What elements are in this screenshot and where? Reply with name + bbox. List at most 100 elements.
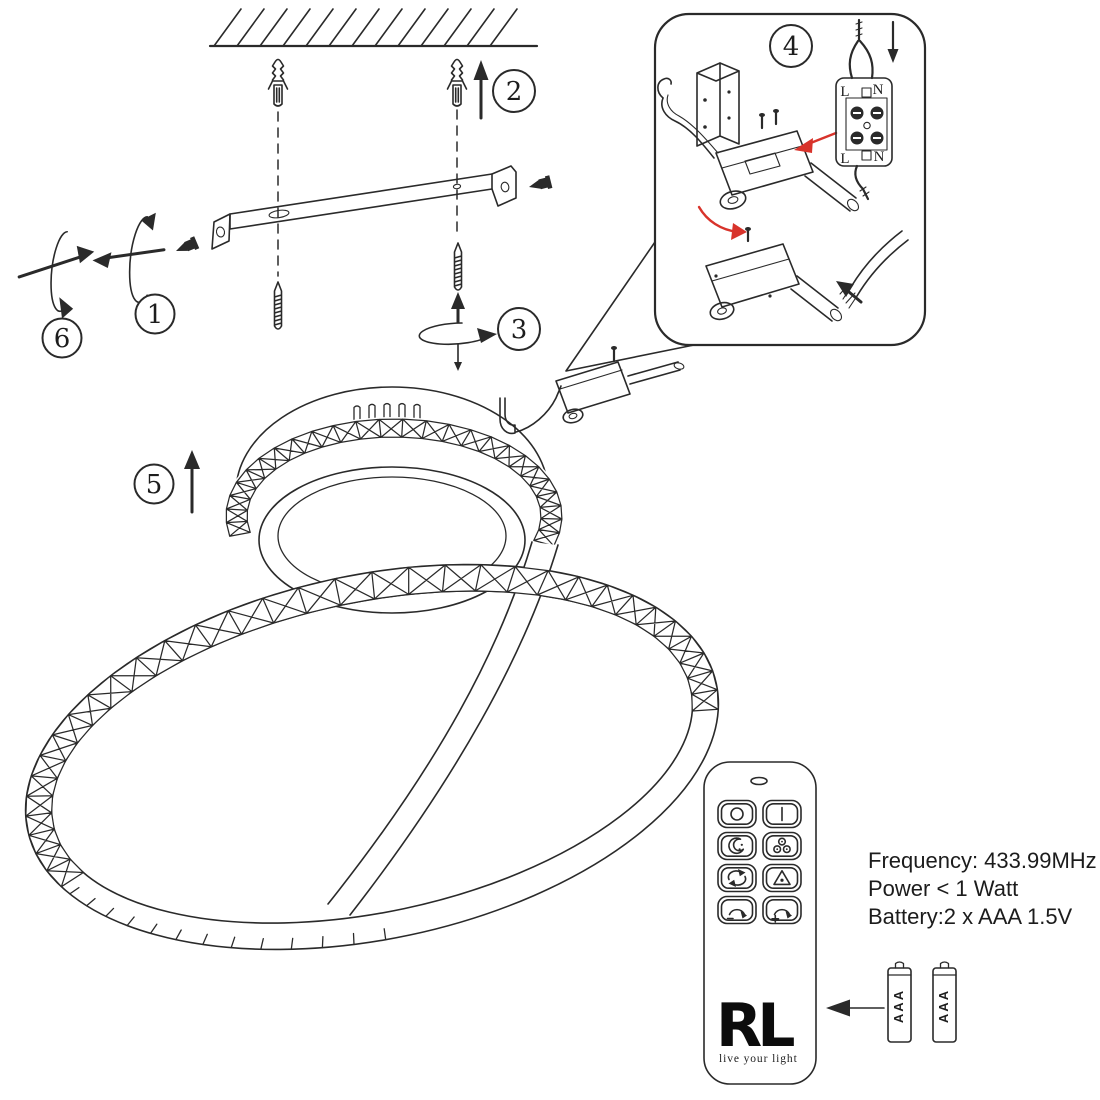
button-inner-outline [720,802,754,825]
wire [850,230,903,288]
battery-body [887,967,912,1043]
battery-label: AAA [891,989,906,1023]
connector-body [715,130,814,196]
remote-button-dim-up [762,895,802,925]
red-arrow-icon [794,138,813,153]
wall-plug-icon [267,58,289,107]
rod-end [673,362,685,370]
button-outline [717,799,757,829]
screw-head-icon [611,346,617,350]
arrow-up-icon [473,60,489,80]
remote-control: RL live your light [703,761,817,1085]
cable-end [846,198,860,212]
step-marker-5: 5 [133,463,175,505]
crystal-band-lattice [225,418,563,547]
power-connector-bottom [705,227,843,322]
bracket-hole [727,90,731,94]
bracket-screw-hole [452,183,462,190]
small-screw-right [529,175,553,190]
canopy-hook [499,397,516,435]
rotation-arrow-icon [59,297,74,319]
bracket-bar [229,173,493,230]
spec-power: Power < 1 Watt [868,876,1018,901]
terminal-inner-frame [845,97,888,151]
remote-body [703,761,817,1085]
wire-strands [855,21,863,37]
scene-mode-icon [780,878,784,882]
connector-cable [804,162,857,212]
arrow-left-icon [92,252,112,269]
bracket-hole [703,98,707,102]
color-mode-icon [782,845,791,854]
fixture-wire [515,385,562,433]
connector-body [555,361,631,414]
color-mode-icon [785,848,788,851]
remote-button-dim-down [717,895,757,925]
mounting-screws [273,242,463,330]
button-outline [762,831,802,861]
arrow-shaft [105,248,166,260]
clamp-screw [861,150,872,161]
terminal-label-N-bottom: N [874,149,885,165]
wire-strands [859,186,870,197]
connector-edge [711,258,790,282]
scene-mode-icon [773,870,791,886]
button-inner-outline [720,898,754,921]
remote-button-color-mode [762,831,802,861]
color-mode-icon [777,837,787,846]
step-number: 4 [783,32,800,62]
night-mode-icon [740,843,743,846]
wire-hook [657,77,672,99]
mounting-screw-icon [273,281,283,330]
screw-icon [176,236,200,252]
connector-edge [559,369,623,390]
rotation-ellipse [418,322,490,346]
cycle-mode-icon [732,875,747,886]
remote-buttons [717,799,802,925]
step-number: 6 [54,324,71,354]
arrow-left-icon [826,999,850,1017]
crystal-band-lattice [25,564,719,888]
spec-frequency: Frequency: 433.99MHz [868,848,1097,873]
rotate-screw-glyph-1 [92,212,166,304]
wall-anchors [267,58,468,107]
battery-terminal [939,961,950,969]
night-mode-icon [728,837,745,855]
brand-tagline: live your light [719,1053,798,1065]
lift-fixture-arrow [184,450,200,514]
rotation-arrow-icon [477,328,497,343]
tab-hole [727,196,739,204]
rotation-arrow-icon [140,212,156,231]
dim-down-icon [728,908,746,916]
connector-tab [719,190,747,210]
button-outline [717,863,757,893]
step-number: 5 [146,470,163,500]
button-inner-outline [765,834,799,857]
mounting-screw-icon [453,242,463,291]
arrow-down-icon [887,49,899,63]
cycle-mode-icon [728,879,736,887]
button-inner-outline [765,898,799,921]
button-outline [717,895,757,925]
screw-icon [529,175,553,190]
power-connector-top [657,77,860,212]
bracket-slot [268,209,290,219]
arrow-icon [836,281,854,297]
wall-plug-icon [446,58,468,107]
screw-slots [853,112,881,139]
terminal-block-detail: L N L N [835,18,899,201]
dim-up-icon [771,914,780,923]
step-number: 2 [506,77,523,107]
battery-1: AAA [887,961,912,1043]
dim-up-icon [773,908,791,916]
cable-end [829,308,843,322]
color-mode-icon [781,840,783,843]
spec-battery: Battery:2 x AAA 1.5V [868,904,1073,929]
ceiling [208,8,539,48]
bracket-right-end [491,165,517,207]
diffuser-edge-outer [258,466,526,614]
rotation-curve [50,230,68,313]
wire-bundle [661,97,715,159]
battery-terminal [894,961,905,969]
